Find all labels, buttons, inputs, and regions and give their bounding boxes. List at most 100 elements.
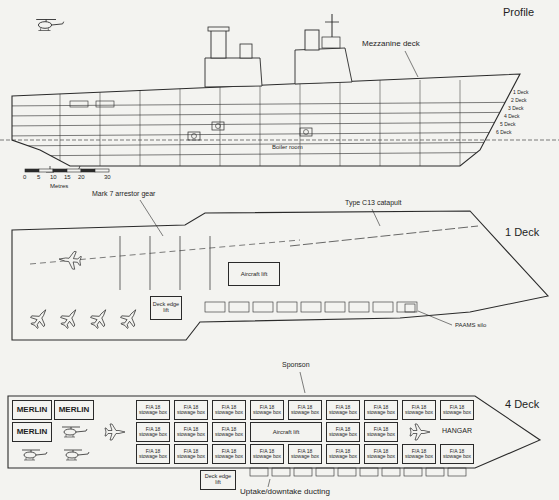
aircraft-side-view	[96, 101, 114, 107]
stowage-box: F/A 18 stowage box	[136, 422, 170, 442]
deck-line	[0, 112, 559, 116]
stowage-box: F/A 18 stowage box	[136, 444, 170, 464]
helicopter-rotor	[64, 450, 89, 455]
box-text: F/A 18 stowage box	[290, 405, 320, 416]
scale-bar	[67, 169, 81, 172]
bulkhead-line	[260, 80, 261, 170]
section-title: 1 Deck	[505, 226, 539, 238]
area-label: HANGAR	[442, 427, 472, 435]
helicopter-icon	[64, 450, 89, 460]
leader-line	[300, 372, 305, 393]
jet-aircraft-icon	[88, 305, 113, 331]
deck-label: 3 Deck	[508, 106, 524, 112]
callout-label: Mark 7 arrestor gear	[92, 190, 155, 198]
stowage-box: F/A 18 stowage box	[326, 422, 360, 442]
catapult-track	[290, 226, 478, 246]
aircraft-lift: Aircraft lift	[250, 422, 322, 442]
stowage-box: F/A 18 stowage box	[136, 400, 170, 420]
leader-line	[140, 200, 163, 236]
box-text: F/A 18 stowage box	[328, 427, 358, 438]
jet-aircraft-icon	[105, 424, 125, 440]
box-text: F/A 18 stowage box	[138, 405, 168, 416]
stowage-box: F/A 18 stowage box	[440, 444, 474, 464]
scale-unit: Metres	[50, 183, 68, 190]
aft-island	[295, 48, 352, 84]
deck-line	[0, 132, 559, 136]
uptake-compartment	[426, 468, 444, 476]
helicopter-body	[64, 429, 76, 435]
stowage-box: F/A 18 stowage box	[174, 422, 208, 442]
deck-label: 6 Deck	[496, 130, 512, 136]
stowage-box: F/A 18 stowage box	[174, 444, 208, 464]
hull-profile	[12, 74, 520, 166]
flight-deck-outline	[12, 211, 548, 340]
internal-decks	[0, 80, 559, 170]
uptake-compartment	[338, 468, 356, 476]
helicopter-skid	[38, 28, 50, 30]
bulkhead-line	[340, 80, 341, 170]
funnel-cap	[208, 27, 229, 31]
box-text: F/A 18 stowage box	[366, 427, 396, 438]
box-text: F/A 18 stowage box	[214, 449, 244, 460]
arrestor-wire	[210, 236, 211, 290]
bulkhead-line	[60, 80, 61, 170]
leader-line	[268, 479, 270, 487]
box-text: F/A 18 stowage box	[366, 405, 396, 416]
hangar-deck-outline	[8, 396, 540, 468]
arrestor-wire	[150, 236, 151, 290]
helicopter-body	[24, 452, 36, 458]
scale-number: 30	[104, 174, 111, 181]
scale-bar	[39, 169, 53, 172]
deck-edge-compartment	[397, 302, 417, 312]
deck-line	[0, 152, 559, 156]
helicopter-spot: MERLIN	[12, 400, 52, 420]
deck-label: 4 Deck	[504, 114, 520, 120]
box-text: F/A 18 stowage box	[366, 449, 396, 460]
uptake-compartment	[360, 468, 378, 476]
box-text: F/A 18 stowage box	[404, 449, 434, 460]
bulkhead-line	[380, 80, 381, 170]
machinery-symbol	[212, 122, 224, 130]
deck-edge-compartment	[205, 302, 225, 312]
helicopter-spot: MERLIN	[54, 400, 94, 420]
mast-yard	[325, 22, 339, 23]
helicopter-icon	[22, 450, 47, 460]
section-title: 4 Deck	[505, 398, 539, 410]
box-text: Aircraft lift	[241, 271, 268, 277]
room-label: Boiler room	[272, 144, 303, 151]
deck-edge-compartment	[325, 302, 345, 312]
stowage-box: F/A 18 stowage box	[326, 400, 360, 420]
stowage-box: F/A 18 stowage box	[174, 400, 208, 420]
box-text: F/A 18 stowage box	[176, 427, 206, 438]
box-text: MERLIN	[17, 428, 48, 436]
helicopter-skid	[64, 435, 75, 437]
deck-edge-compartment	[301, 302, 321, 312]
stowage-box: F/A 18 stowage box	[212, 400, 246, 420]
jet-aircraft-icon	[58, 305, 83, 331]
aircraft-side-view	[70, 101, 88, 107]
helicopter-body	[38, 22, 51, 29]
box-text: F/A 18 stowage box	[252, 449, 282, 460]
deck-edge-compartment	[373, 302, 393, 312]
box-text: F/A 18 stowage box	[138, 427, 168, 438]
deck-label: 5 Deck	[500, 122, 516, 128]
deck-edge-compartment	[277, 302, 297, 312]
box-text: F/A 18 stowage box	[138, 449, 168, 460]
uptake-compartment	[294, 468, 312, 476]
box-text: MERLIN	[17, 406, 48, 414]
deck-label: 1 Deck	[513, 90, 529, 96]
deck-edge-compartment	[349, 302, 369, 312]
stowage-box: F/A 18 stowage box	[402, 400, 436, 420]
box-text: F/A 18 stowage box	[176, 405, 206, 416]
uptake-compartment	[404, 468, 422, 476]
stowage-box: F/A 18 stowage box	[250, 444, 284, 464]
stowage-box: F/A 18 stowage box	[288, 444, 322, 464]
leader-line	[372, 209, 380, 226]
box-text: Aircraft lift	[273, 429, 300, 435]
helicopter-rotor	[36, 20, 64, 26]
uptake-compartment	[316, 468, 334, 476]
exhaust-stack	[240, 44, 252, 58]
leader-line	[418, 311, 452, 325]
helicopter-rotor	[62, 427, 87, 432]
leader-line	[405, 51, 418, 77]
